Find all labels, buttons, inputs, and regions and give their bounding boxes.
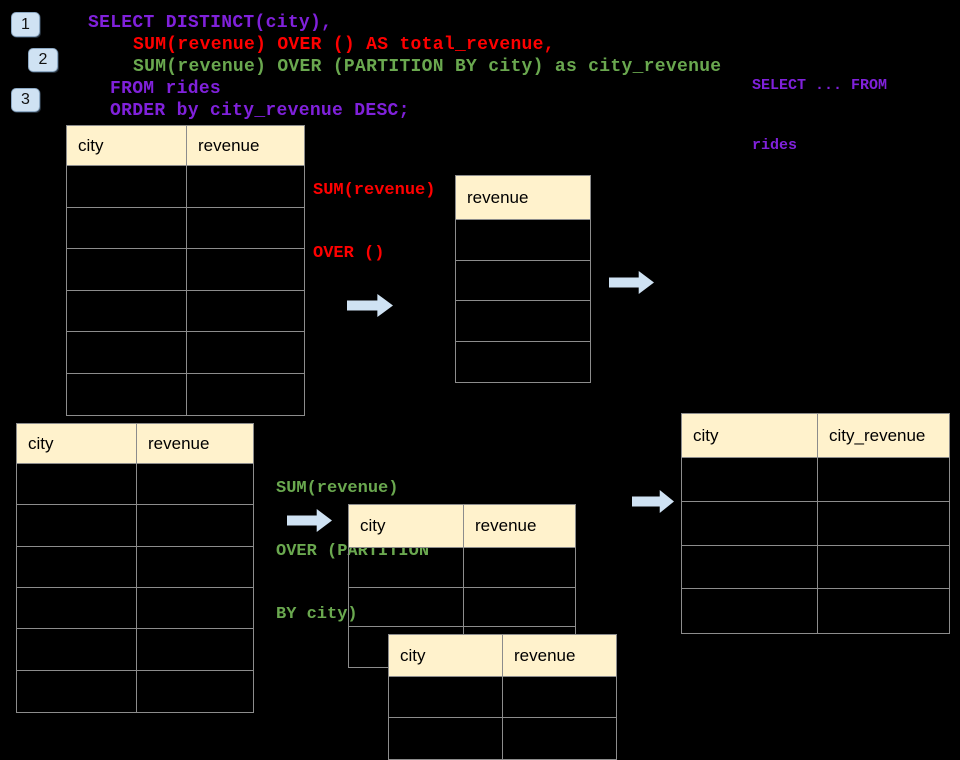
column-header: revenue (464, 505, 575, 548)
column-header: city (17, 424, 137, 464)
annotation-total-revenue: SUM(revenue) OVER () (313, 138, 435, 285)
empty-cell (456, 301, 590, 342)
arrow-right-icon (609, 271, 654, 294)
column-header: city (682, 414, 818, 458)
arrow-right-icon (632, 490, 674, 513)
empty-cell (67, 207, 187, 249)
empty-cell (187, 332, 304, 374)
column-header: city_revenue (818, 414, 949, 458)
empty-cell (67, 373, 187, 415)
empty-cell (503, 718, 616, 759)
empty-cell (464, 548, 575, 588)
step-badge-1: 1 (11, 12, 40, 37)
column-header: revenue (187, 126, 304, 166)
step-badge-2: 2 (28, 48, 58, 72)
empty-cell (67, 249, 187, 291)
empty-cell (682, 458, 818, 502)
empty-cell (137, 547, 253, 588)
empty-cell (503, 677, 616, 718)
empty-cell (456, 220, 590, 261)
empty-cell (67, 332, 187, 374)
empty-cell (818, 458, 949, 502)
empty-cell (456, 342, 590, 383)
empty-cell (349, 548, 464, 588)
empty-cell (17, 546, 137, 588)
empty-cell (137, 671, 253, 712)
empty-cell (456, 261, 590, 301)
column-header: revenue (503, 635, 616, 677)
table-total-result: revenue (455, 175, 591, 383)
empty-cell (67, 166, 187, 208)
empty-cell (67, 290, 187, 332)
column-header: city (67, 126, 187, 166)
sql-line-from: FROM rides (110, 79, 222, 99)
sql-line-total-revenue: SUM(revenue) OVER () AS total_revenue, (133, 35, 555, 55)
empty-cell (349, 587, 464, 628)
empty-cell (17, 670, 137, 712)
empty-cell (137, 629, 253, 671)
empty-cell (137, 505, 253, 547)
sql-line-select: SELECT DISTINCT(city), (88, 13, 333, 33)
empty-cell (137, 588, 253, 630)
sql-line-city-revenue: SUM(revenue) OVER (PARTITION BY city) as… (133, 57, 722, 77)
annotation-line: SUM(revenue) (276, 479, 399, 498)
empty-cell (187, 291, 304, 332)
empty-cell (682, 501, 818, 546)
empty-cell (389, 677, 503, 718)
empty-cell (464, 588, 575, 628)
empty-cell (137, 464, 253, 506)
empty-cell (187, 208, 304, 249)
empty-cell (818, 546, 949, 590)
canvas: { "colors": { "page_bg": "#000000", "sql… (11, 12, 950, 760)
column-header: revenue (456, 176, 590, 220)
empty-cell (17, 505, 137, 547)
arrow-right-icon (347, 294, 393, 317)
annotation-line: BY city) (276, 605, 358, 624)
side-note-line: SELECT ... FROM (752, 77, 888, 94)
empty-cell (187, 166, 304, 208)
empty-cell (187, 374, 304, 416)
annotation-line: OVER () (313, 244, 385, 263)
empty-cell (682, 589, 818, 633)
empty-cell (187, 249, 304, 291)
side-note-select-from-rides: SELECT ... FROM rides (752, 36, 887, 176)
empty-cell (818, 502, 949, 546)
empty-cell (818, 589, 949, 633)
empty-cell (17, 629, 137, 671)
column-header: city (389, 635, 503, 677)
empty-cell (17, 464, 137, 506)
column-header: city (349, 505, 464, 548)
step-badge-3: 3 (11, 88, 40, 112)
sql-line-order-by: ORDER by city_revenue DESC; (110, 101, 410, 121)
empty-cell (389, 718, 503, 759)
empty-cell (682, 545, 818, 590)
empty-cell (17, 587, 137, 630)
side-note-line: rides (752, 137, 798, 154)
annotation-line: SUM(revenue) (313, 181, 436, 200)
column-header: revenue (137, 424, 253, 464)
